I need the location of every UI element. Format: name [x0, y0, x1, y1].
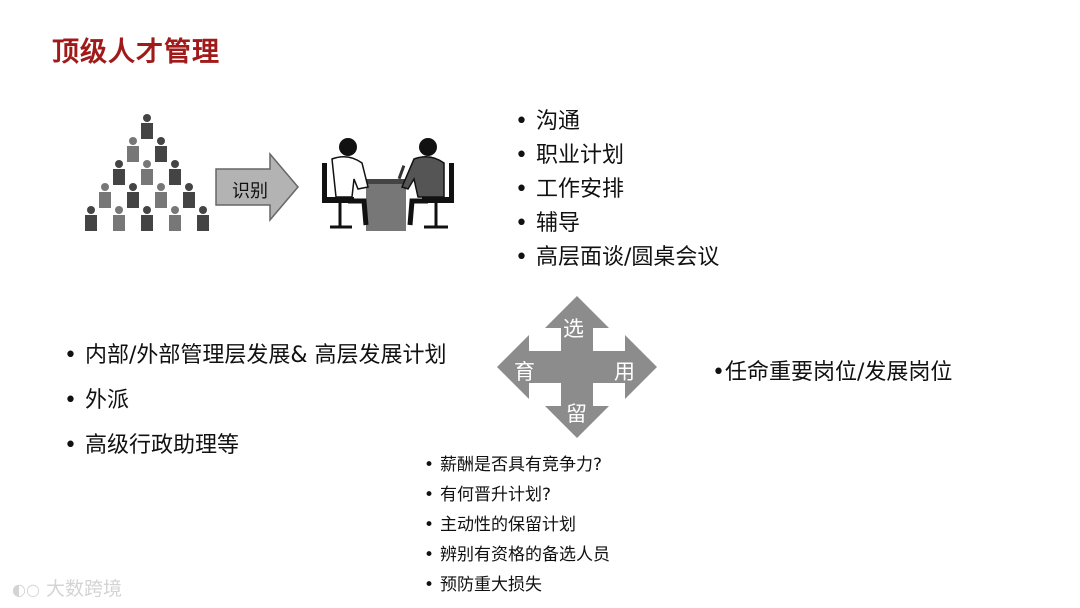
- list-item: 有何晋升计划?: [424, 480, 610, 510]
- cross-label-use: 用: [614, 360, 635, 384]
- list-item: 内部/外部管理层发展& 高层发展计划: [64, 333, 447, 378]
- list-item: 职业计划: [515, 139, 719, 173]
- cross-label-retain: 留: [566, 402, 587, 426]
- slide-title: 顶级人才管理: [52, 37, 220, 68]
- bottom-bullet-list: 薪酬是否具有竞争力? 有何晋升计划? 主动性的保留计划 辨别有资格的备选人员 预…: [424, 450, 610, 600]
- right-bullet-text: •任命重要岗位/发展岗位: [712, 360, 953, 385]
- four-way-arrow-icon: [497, 296, 657, 438]
- cross-label-select: 选: [563, 317, 584, 341]
- identify-arrow-icon: [215, 152, 299, 222]
- watermark: ◐○ 大数跨境: [12, 574, 122, 601]
- interview-meeting-icon: [322, 138, 454, 231]
- list-item: 高级行政助理等: [64, 423, 447, 468]
- list-item: 沟通: [515, 105, 719, 139]
- list-item: 辨别有资格的备选人员: [424, 540, 610, 570]
- list-item: 工作安排: [515, 173, 719, 207]
- watermark-text: 大数跨境: [45, 578, 122, 600]
- list-item: 主动性的保留计划: [424, 510, 610, 540]
- top-bullet-list: 沟通 职业计划 工作安排 辅导 高层面谈/圆桌会议: [515, 105, 719, 275]
- list-item: 外派: [64, 378, 447, 423]
- list-item: 预防重大损失: [424, 570, 610, 600]
- list-item: 辅导: [515, 207, 719, 241]
- left-bullet-list: 内部/外部管理层发展& 高层发展计划 外派 高级行政助理等: [64, 333, 447, 468]
- list-item: 高层面谈/圆桌会议: [515, 241, 719, 275]
- list-item: 薪酬是否具有竞争力?: [424, 450, 610, 480]
- identify-arrow-label: 识别: [232, 181, 268, 202]
- cross-label-develop: 育: [514, 360, 535, 384]
- watermark-logo-icon: ◐○: [12, 580, 40, 599]
- people-pyramid-icon: [85, 114, 209, 231]
